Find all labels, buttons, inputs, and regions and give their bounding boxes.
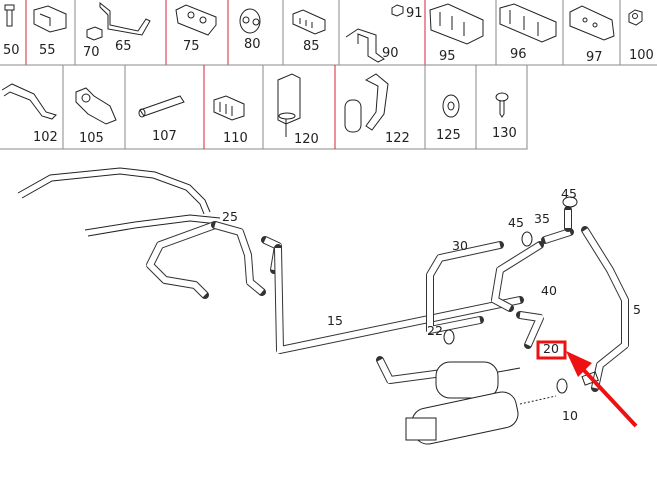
callout-labels: 45 45 35 25 30 40 5 15 22 20 10 xyxy=(222,186,641,423)
part-label: 70 xyxy=(83,45,100,60)
part-label: 130 xyxy=(492,126,517,141)
part-cell-107[interactable] xyxy=(124,64,205,150)
screw-130-icon xyxy=(495,92,509,118)
parts-grid-row1 xyxy=(0,0,657,66)
fuel-pump xyxy=(405,391,557,445)
clip-110-icon xyxy=(213,95,245,121)
clip-120-icon xyxy=(277,73,301,137)
part-label: 107 xyxy=(152,129,177,144)
multi-clip-95-icon xyxy=(429,3,484,45)
part-label: 91 xyxy=(406,6,423,21)
bracket-icon xyxy=(99,1,151,36)
part-cell-125[interactable] xyxy=(424,64,477,150)
nut-icon xyxy=(86,26,103,41)
grommet-icon xyxy=(239,8,261,34)
part-label: 102 xyxy=(33,130,58,145)
part-number-labels: 50 55 70 65 75 80 85 91 90 95 96 97 100 … xyxy=(3,6,654,147)
block-clip-icon xyxy=(292,9,326,35)
callout[interactable]: 45 xyxy=(508,215,524,230)
callout[interactable]: 40 xyxy=(541,283,557,298)
part-label: 55 xyxy=(39,43,56,58)
part-label: 95 xyxy=(439,49,456,64)
washer-125-icon xyxy=(442,94,460,118)
part-cell-96[interactable] xyxy=(495,0,564,66)
part-label: 90 xyxy=(382,46,399,61)
part-label: 85 xyxy=(303,39,320,54)
callout[interactable]: 35 xyxy=(534,211,550,226)
part-label: 125 xyxy=(436,128,461,143)
part-cell-122[interactable] xyxy=(334,64,426,150)
callout[interactable]: 15 xyxy=(327,313,343,328)
part-label: 96 xyxy=(510,47,527,62)
multi-clip-96-icon xyxy=(499,3,557,43)
callout[interactable]: 5 xyxy=(633,302,641,317)
part-label: 105 xyxy=(79,131,104,146)
part-cell-130[interactable] xyxy=(475,64,528,150)
highlight-box xyxy=(536,340,567,360)
callout[interactable]: 30 xyxy=(452,238,468,253)
fuel-line-assembly xyxy=(17,167,629,445)
double-clip-icon xyxy=(175,4,217,36)
bracket-102-icon xyxy=(1,83,57,120)
nut-100-icon xyxy=(628,9,643,26)
part-label: 100 xyxy=(629,48,654,63)
clip-icon xyxy=(33,5,67,33)
part-icons xyxy=(1,1,643,137)
part-label: 120 xyxy=(294,132,319,147)
callout[interactable]: 25 xyxy=(222,209,238,224)
callout[interactable]: 45 xyxy=(561,186,577,201)
callout[interactable]: 10 xyxy=(562,408,578,423)
screw-icon xyxy=(4,4,15,27)
clip-97-icon xyxy=(569,5,615,41)
part-label: 50 xyxy=(3,43,20,58)
part-label: 80 xyxy=(244,37,261,52)
part-cell-120[interactable] xyxy=(262,64,336,150)
bracket-90-icon xyxy=(345,28,385,63)
sleeve-107-icon xyxy=(138,95,185,118)
clamp-122-icon xyxy=(344,73,389,133)
red-arrow-icon xyxy=(566,351,638,428)
callout[interactable]: 22 xyxy=(427,323,443,338)
part-label: 110 xyxy=(223,131,248,146)
part-cell-80[interactable] xyxy=(227,0,284,66)
nut-91-icon xyxy=(391,4,404,17)
harness-25 xyxy=(17,167,221,237)
part-label: 65 xyxy=(115,39,132,54)
part-label: 97 xyxy=(586,50,603,65)
callout-highlighted[interactable]: 20 xyxy=(543,341,559,356)
clip-105-icon xyxy=(75,87,117,125)
fuel-filter xyxy=(435,361,521,399)
part-label: 75 xyxy=(183,39,200,54)
part-cell-105[interactable] xyxy=(62,64,126,150)
part-label: 122 xyxy=(385,131,410,146)
